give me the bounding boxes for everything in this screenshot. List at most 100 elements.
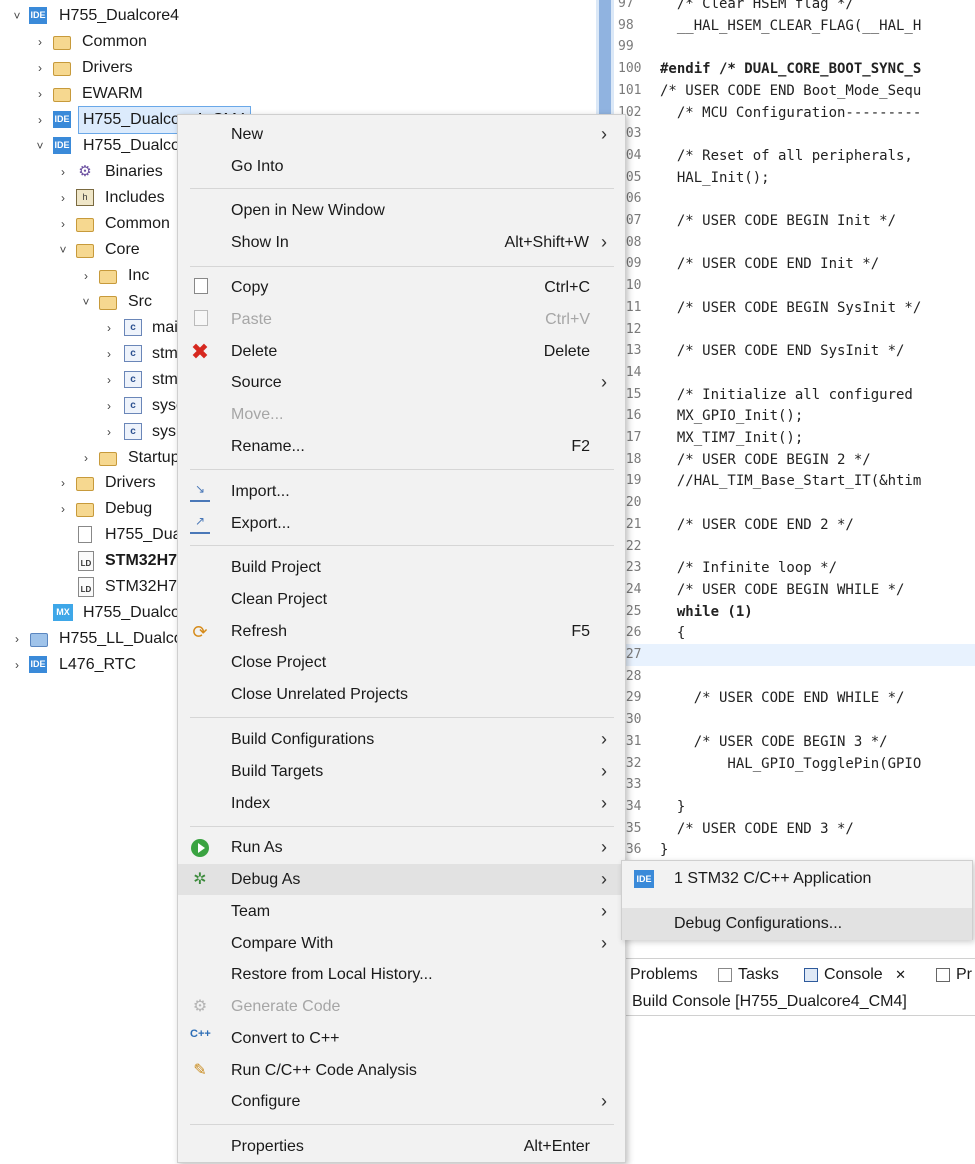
menu-item-restore-from-local-history[interactable]: Restore from Local History...	[178, 959, 625, 990]
chevron-right-icon[interactable]: ›	[107, 321, 111, 335]
code-line[interactable]: 116 MX_GPIO_Init();	[596, 405, 975, 427]
chevron-right-icon[interactable]: ›	[61, 476, 65, 490]
code-line[interactable]: 101/* USER CODE END Boot_Mode_Sequ	[596, 80, 975, 102]
code-line[interactable]: 121 /* USER CODE END 2 */	[596, 514, 975, 536]
menu-item-stm32-application[interactable]: IDE 1 STM32 C/C++ Application	[622, 863, 972, 895]
code-line[interactable]: 128	[596, 666, 975, 688]
chevron-right-icon[interactable]: ›	[84, 269, 88, 283]
code-line[interactable]: 106	[596, 188, 975, 210]
menu-item-export[interactable]: ↗Export...	[178, 508, 625, 539]
chevron-right-icon[interactable]: ›	[61, 217, 65, 231]
menu-separator	[190, 826, 614, 827]
code-line[interactable]: 132 HAL_GPIO_TogglePin(GPIO	[596, 753, 975, 775]
menu-item-team[interactable]: Team›	[178, 896, 625, 927]
close-icon[interactable]: ✕	[895, 967, 907, 982]
code-line[interactable]: 134 }	[596, 796, 975, 818]
code-line[interactable]: 124 /* USER CODE BEGIN WHILE */	[596, 579, 975, 601]
code-line[interactable]: 109 /* USER CODE END Init */	[596, 253, 975, 275]
menu-item-run-as[interactable]: Run As›	[178, 832, 625, 863]
code-line[interactable]: 123 /* Infinite loop */	[596, 557, 975, 579]
menu-item-clean-project[interactable]: Clean Project	[178, 584, 625, 615]
code-line[interactable]: 105 HAL_Init();	[596, 167, 975, 189]
chevron-down-icon[interactable]: ˅	[82, 295, 90, 309]
chevron-down-icon[interactable]: ˅	[36, 139, 44, 153]
code-line[interactable]: 130	[596, 709, 975, 731]
menu-item-open-in-new-window[interactable]: Open in New Window	[178, 195, 625, 226]
menu-item-close-unrelated-projects[interactable]: Close Unrelated Projects	[178, 679, 625, 710]
code-line[interactable]: 98 __HAL_HSEM_CLEAR_FLAG(__HAL_H	[596, 15, 975, 37]
code-line[interactable]: 119 //HAL_TIM_Base_Start_IT(&htim	[596, 470, 975, 492]
chevron-down-icon[interactable]: ˅	[59, 243, 67, 257]
menu-item-source[interactable]: Source›	[178, 367, 625, 398]
code-line[interactable]: 115 /* Initialize all configured	[596, 384, 975, 406]
chevron-right-icon[interactable]: ›	[107, 399, 111, 413]
chevron-down-icon[interactable]: ˅	[13, 9, 21, 23]
menu-item-run-c-c-code-analysis[interactable]: ✎Run C/C++ Code Analysis	[178, 1055, 625, 1086]
code-line[interactable]: 107 /* USER CODE BEGIN Init */	[596, 210, 975, 232]
code-editor[interactable]: 97 /* Clear HSEM flag */98 __HAL_HSEM_CL…	[596, 0, 975, 960]
folder-icon	[53, 88, 71, 102]
chevron-right-icon[interactable]: ›	[107, 347, 111, 361]
code-line[interactable]: 122	[596, 536, 975, 558]
code-line[interactable]: 99	[596, 36, 975, 58]
chevron-right-icon[interactable]: ›	[15, 632, 19, 646]
code-line[interactable]: 103	[596, 123, 975, 145]
code-line[interactable]: 135 /* USER CODE END 3 */	[596, 818, 975, 840]
menu-item-go-into[interactable]: Go Into	[178, 151, 625, 182]
chevron-right-icon[interactable]: ›	[15, 658, 19, 672]
chevron-right-icon[interactable]: ›	[84, 451, 88, 465]
code-line[interactable]: 100#endif /* DUAL_CORE_BOOT_SYNC_S	[596, 58, 975, 80]
menu-item-build-project[interactable]: Build Project	[178, 552, 625, 583]
chevron-right-icon[interactable]: ›	[107, 373, 111, 387]
tab-properties[interactable]: Pr	[936, 963, 972, 987]
menu-item-debug-as[interactable]: ✲Debug As›	[178, 864, 625, 895]
chevron-right-icon[interactable]: ›	[107, 425, 111, 439]
chevron-right-icon[interactable]: ›	[38, 113, 42, 127]
code-line[interactable]: 129 /* USER CODE END WHILE */	[596, 687, 975, 709]
menu-item-new[interactable]: New›	[178, 119, 625, 150]
code-line[interactable]: 126 {	[596, 622, 975, 644]
menu-item-index[interactable]: Index›	[178, 788, 625, 819]
menu-item-import[interactable]: ↘Import...	[178, 476, 625, 507]
code-line[interactable]: 131 /* USER CODE BEGIN 3 */	[596, 731, 975, 753]
menu-item-convert-to-c[interactable]: C++Convert to C++	[178, 1023, 625, 1054]
menu-item-build-targets[interactable]: Build Targets›	[178, 756, 625, 787]
code-line[interactable]: 127	[596, 644, 975, 666]
menu-item-build-configurations[interactable]: Build Configurations›	[178, 724, 625, 755]
code-line[interactable]: 113 /* USER CODE END SysInit */	[596, 340, 975, 362]
code-line[interactable]: 118 /* USER CODE BEGIN 2 */	[596, 449, 975, 471]
code-line[interactable]: 114	[596, 362, 975, 384]
menu-item-rename[interactable]: Rename...F2	[178, 431, 625, 462]
menu-item-debug-configurations[interactable]: Debug Configurations...	[622, 908, 972, 940]
chevron-right-icon[interactable]: ›	[61, 165, 65, 179]
code-line[interactable]: 97 /* Clear HSEM flag */	[596, 0, 975, 15]
chevron-right-icon[interactable]: ›	[38, 61, 42, 75]
menu-item-compare-with[interactable]: Compare With›	[178, 928, 625, 959]
code-line[interactable]: 111 /* USER CODE BEGIN SysInit */	[596, 297, 975, 319]
code-line[interactable]: 117 MX_TIM7_Init();	[596, 427, 975, 449]
code-line[interactable]: 133	[596, 774, 975, 796]
menu-item-label: Import...	[231, 483, 290, 500]
chevron-right-icon[interactable]: ›	[61, 191, 65, 205]
chevron-right-icon[interactable]: ›	[38, 87, 42, 101]
tab-problems[interactable]: Problems	[630, 963, 698, 987]
code-line[interactable]: 102 /* MCU Configuration---------	[596, 102, 975, 124]
chevron-right-icon[interactable]: ›	[61, 502, 65, 516]
menu-item-configure[interactable]: Configure›	[178, 1086, 625, 1117]
tab-tasks[interactable]: Tasks	[718, 963, 779, 987]
code-line[interactable]: 108	[596, 232, 975, 254]
code-line[interactable]: 112	[596, 319, 975, 341]
menu-item-close-project[interactable]: Close Project	[178, 647, 625, 678]
code-line[interactable]: 136}	[596, 839, 975, 861]
code-line[interactable]: 110	[596, 275, 975, 297]
code-line[interactable]: 104 /* Reset of all peripherals,	[596, 145, 975, 167]
code-line[interactable]: 120	[596, 492, 975, 514]
code-line[interactable]: 125 while (1)	[596, 601, 975, 623]
tab-console[interactable]: Console ✕	[804, 963, 906, 987]
chevron-right-icon[interactable]: ›	[38, 35, 42, 49]
